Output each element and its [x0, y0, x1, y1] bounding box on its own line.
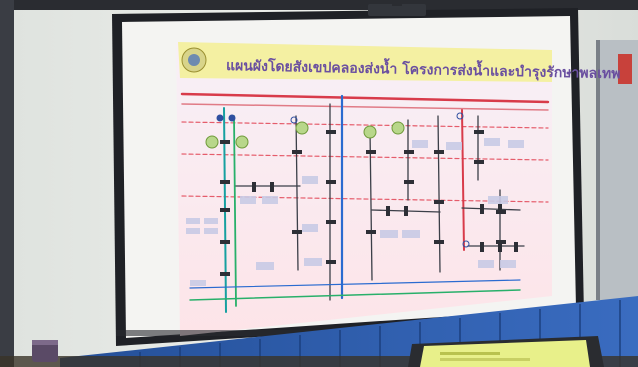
slide-logo — [181, 47, 207, 73]
canal-dark-3 — [369, 129, 373, 281]
canal-line-red-4 — [181, 153, 549, 161]
canal-dark-5 — [437, 115, 441, 273]
canal-bottom-blue — [189, 279, 521, 289]
canal-line-red-top-2 — [181, 103, 549, 111]
projected-slide: แผนผังโดยสังเขปคลองส่งน้ำ โครงการส่งน้ำแ… — [176, 42, 621, 336]
valve-icons — [216, 112, 470, 248]
bottom-floor — [0, 356, 638, 367]
right-red-sign — [618, 54, 632, 84]
slide-title-bar — [178, 42, 552, 82]
projector-bracket — [392, 0, 402, 6]
projector-mount — [368, 4, 426, 16]
info-label-blocks — [186, 138, 524, 286]
canal-dark-1 — [295, 115, 299, 271]
numbered-circles — [205, 121, 405, 149]
laptop — [408, 336, 604, 367]
canal-diagram — [180, 92, 550, 313]
canal-line-red-3 — [181, 121, 549, 129]
ceiling-strip — [14, 0, 638, 10]
pencil-cup — [32, 340, 58, 362]
canal-bottom-green — [189, 289, 521, 301]
left-dark-edge — [0, 0, 14, 367]
canal-red-vertical — [461, 109, 465, 251]
canal-green — [233, 115, 237, 307]
gate-markers — [220, 130, 518, 276]
canal-line-red-5 — [181, 195, 549, 203]
canal-line-red-top — [180, 92, 550, 104]
slide-background — [176, 42, 552, 336]
right-door-frame — [596, 40, 600, 300]
canal-h-3 — [461, 207, 521, 211]
